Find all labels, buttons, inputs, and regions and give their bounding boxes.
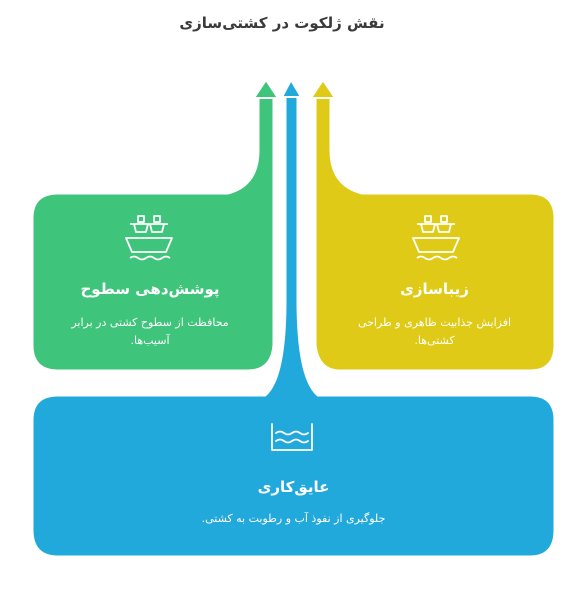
card-title: پوشش‌دهی سطوح [80,280,220,298]
surface-coating-card: پوشش‌دهی سطوح محافظت از سطوح کشتی در برا… [40,280,260,350]
ship-icon [412,215,460,261]
card-title: عایق‌کاری [257,478,330,496]
surface-coating-shape [30,93,276,373]
card-description: جلوگیری از نفوذ آب و رطوبت به کشتی. [201,512,386,525]
yellow-arrowhead [309,78,337,99]
blue-arrowhead [280,77,303,98]
beautification-card: زیباسازی افزایش جذابیت ظاهری و طراحی کشت… [322,280,547,350]
water-icon [271,423,313,451]
card-title: زیباسازی [400,280,469,298]
green-arrowhead [252,78,280,99]
diagram-title: نقش ژلکوت در کشتی‌سازی [179,14,385,32]
beautification-shape [313,93,557,373]
ship-icon [125,215,173,261]
card-description: محافظت از سطوح کشتی در برابر آسیب‌ها. [71,316,229,347]
waterproofing-card: عایق‌کاری جلوگیری از نفوذ آب و رطوبت به … [32,478,555,528]
card-description: افزایش جذابیت ظاهری و طراحی کشتی‌ها. [357,316,512,347]
waterproofing-shape [30,93,557,559]
